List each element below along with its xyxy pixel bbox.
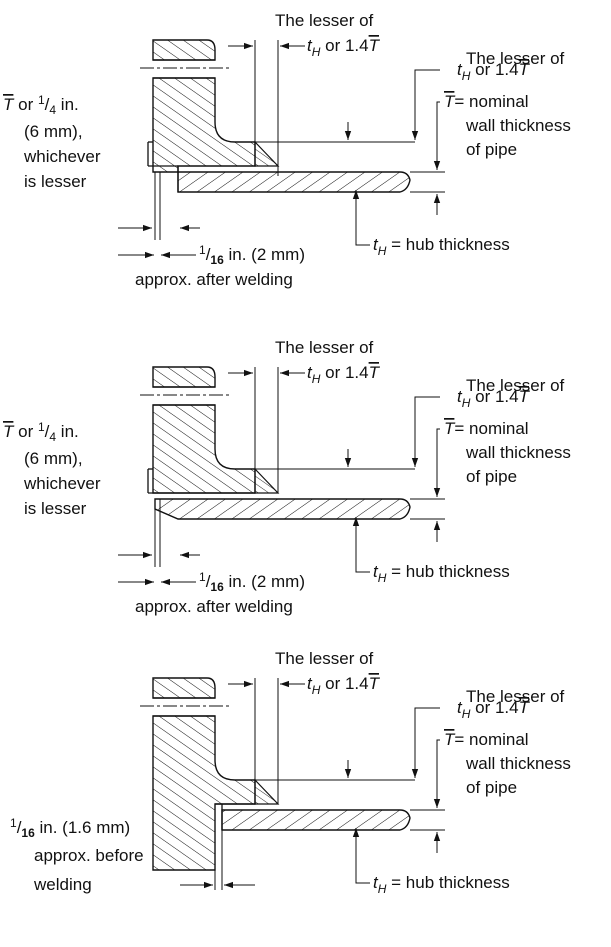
nominal-thickness-line1: T= nominal [444, 92, 529, 111]
flange-body [152, 77, 256, 173]
left-note-line2: (6 mm), [24, 122, 83, 141]
flange-cap [152, 366, 216, 388]
flange-cap [152, 39, 216, 61]
gap-label-line2: approx. after welding [135, 270, 293, 289]
hub-dimension-label-line1: The lesser of [275, 11, 374, 30]
flange-body [152, 404, 256, 494]
left-note-line3: whichever [23, 474, 101, 493]
detail-3: The lesser of tH or 1.4T The lesser of t… [10, 649, 571, 896]
gap-label-line2: approx. after welding [135, 597, 293, 616]
detail-1: The lesser of tH or 1.4T The lesser of t… [3, 11, 571, 289]
nominal-thickness-line1: T= nominal [444, 730, 529, 749]
nominal-thickness-line2: wall thickness [465, 116, 571, 135]
weld-dimension-label-line1: The lesser of [466, 49, 565, 68]
gap-label-line1: 1/16 in. (2 mm) [199, 243, 305, 267]
detail-2: The lesser of tH or 1.4T The lesser of t… [3, 338, 571, 616]
nominal-thickness-line3: of pipe [466, 778, 517, 797]
flange-drawing [140, 677, 445, 890]
pipe-wall [177, 171, 411, 193]
weld-dimension-label-line2: tH or 1.4T [457, 60, 531, 83]
weld-dimension-label-line1: The lesser of [466, 687, 565, 706]
left-note-line1: T or 1/4 in. [3, 93, 79, 117]
pipe-wall [221, 809, 411, 831]
gap-label-line1: 1/16 in. (1.6 mm) [10, 816, 130, 840]
gap-label-line3: welding [33, 875, 92, 894]
hub-dimension-label-line1: The lesser of [275, 649, 374, 668]
hub-thickness-label: tH = hub thickness [373, 873, 510, 896]
weld-fillet [254, 467, 280, 494]
pipe-wall [154, 498, 411, 520]
hub-thickness-label: tH = hub thickness [373, 235, 510, 258]
weld-fillet [254, 778, 280, 805]
flange-drawing [118, 366, 445, 586]
left-note-line2: (6 mm), [24, 449, 83, 468]
gap-label-line1: 1/16 in. (2 mm) [199, 570, 305, 594]
nominal-thickness-line2: wall thickness [465, 443, 571, 462]
weld-dimension-label-line1: The lesser of [466, 376, 565, 395]
gap-label-line2: approx. before [34, 846, 144, 865]
nominal-thickness-line3: of pipe [466, 140, 517, 159]
hub-dimension-label-line1: The lesser of [275, 338, 374, 357]
flange-drawing [118, 39, 445, 259]
hub-dimension-label-line2: tH or 1.4T [307, 363, 381, 386]
nominal-thickness-line2: wall thickness [465, 754, 571, 773]
weld-dimension-label-line2: tH or 1.4T [457, 387, 531, 410]
weld-fillet [254, 140, 280, 167]
hub-thickness-label: tH = hub thickness [373, 562, 510, 585]
left-note-line3: whichever [23, 147, 101, 166]
nominal-thickness-line1: T= nominal [444, 419, 529, 438]
left-note-line4: is lesser [24, 172, 87, 191]
flange-cap [152, 677, 216, 699]
nominal-thickness-line3: of pipe [466, 467, 517, 486]
hub-dimension-label-line2: tH or 1.4T [307, 674, 381, 697]
left-note-line1: T or 1/4 in. [3, 420, 79, 444]
hub-dimension-label-line2: tH or 1.4T [307, 36, 381, 59]
weld-dimension-label-line2: tH or 1.4T [457, 698, 531, 721]
left-note-line4: is lesser [24, 499, 87, 518]
flange-body [152, 715, 256, 871]
